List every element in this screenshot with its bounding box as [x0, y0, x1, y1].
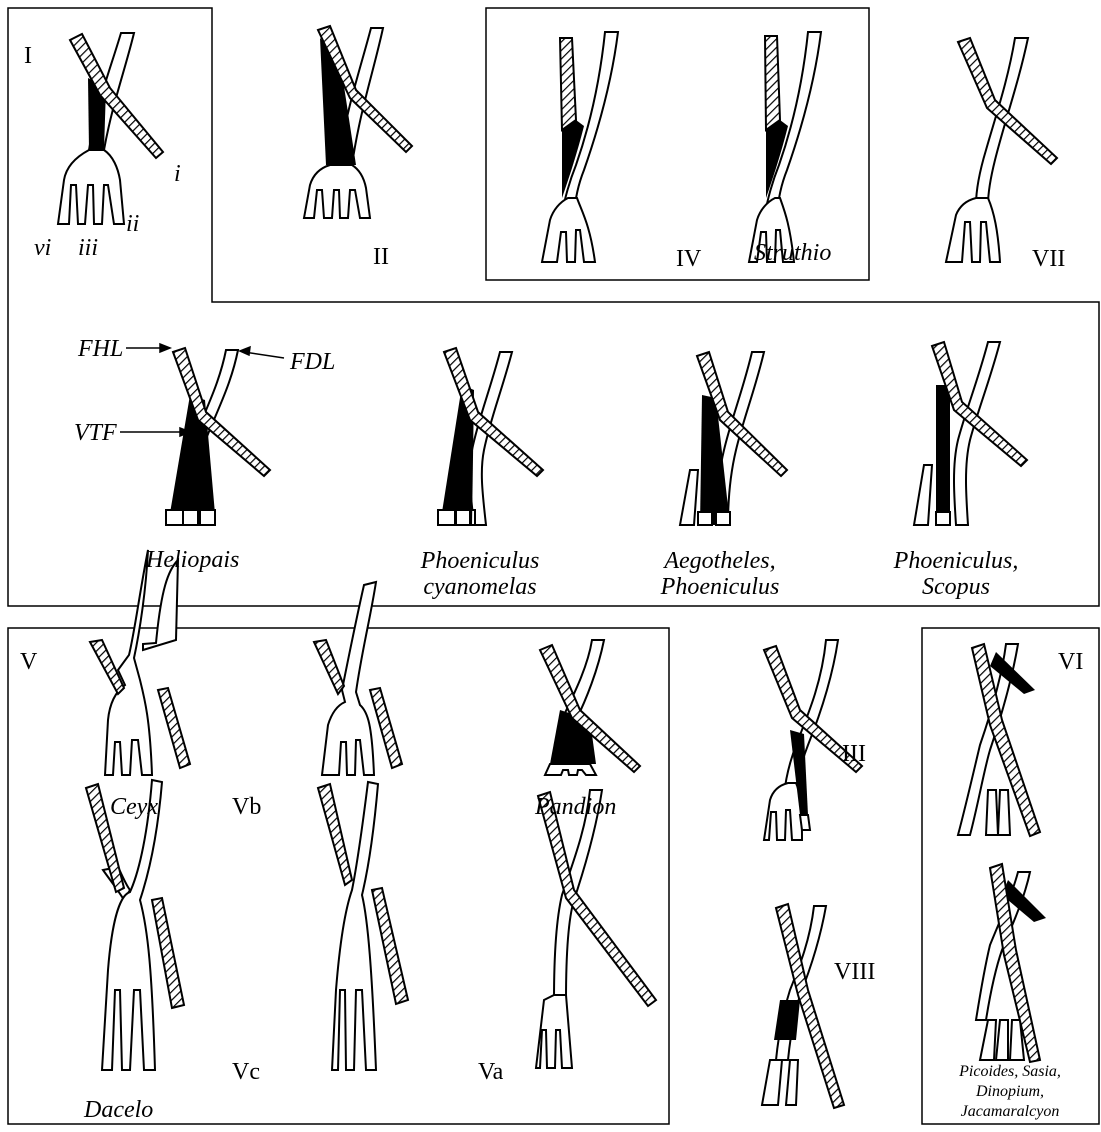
diagram-dacelo [86, 780, 184, 1070]
diagram-heliopais [166, 348, 270, 525]
label-digit-ii: ii [126, 212, 139, 236]
taxon-line: Phoeniculus, [894, 548, 1019, 574]
label-VII: VII [1032, 247, 1065, 271]
diagram-phoeniculus-cyanomelas [438, 348, 543, 525]
taxon-line: Picoides, Sasia, [959, 1062, 1061, 1082]
diagram-Vc [318, 782, 408, 1070]
taxon-line: Scopus [894, 574, 1019, 600]
label-aegotheles-phoeniculus: Aegotheles, Phoeniculus [661, 548, 780, 600]
taxon-line: Phoeniculus [661, 574, 780, 600]
label-digit-i: i [174, 162, 181, 186]
diagram-phoeniculus-scopus [914, 342, 1027, 525]
label-Vb: Vb [232, 795, 261, 819]
label-phoeniculus-scopus: Phoeniculus, Scopus [894, 548, 1019, 600]
label-ceyx: Ceyx [110, 795, 158, 819]
label-II: II [373, 245, 389, 269]
label-IV: IV [676, 247, 701, 271]
diagram-VII [946, 38, 1057, 262]
label-I: I [24, 44, 32, 68]
label-V: V [20, 650, 37, 674]
diagram-Vb [314, 582, 402, 775]
label-struthio: Struthio [754, 241, 831, 265]
diagram-ceyx [90, 550, 190, 775]
taxon-line: cyanomelas [421, 574, 540, 600]
label-phoeniculus-cyanomelas: Phoeniculus cyanomelas [421, 548, 540, 600]
label-Va: Va [478, 1060, 503, 1084]
diagram-VI-top [958, 644, 1040, 836]
label-FDL: FDL [290, 350, 335, 374]
diagram-aegotheles-phoeniculus [680, 352, 787, 525]
label-FHL: FHL [78, 337, 123, 361]
diagram-II [304, 26, 412, 218]
taxon-line: Jacamaralcyon [959, 1102, 1061, 1122]
label-III: III [842, 742, 866, 766]
label-dacelo: Dacelo [84, 1098, 153, 1122]
diagram-I [58, 33, 163, 224]
label-digit-vi: vi [34, 236, 51, 260]
label-pandion: Pandion [535, 795, 616, 819]
diagram-struthio [749, 32, 821, 262]
label-heliopais: Heliopais [146, 548, 239, 572]
label-picoides-group: Picoides, Sasia, Dinopium, Jacamaralcyon [959, 1062, 1061, 1122]
label-VIII: VIII [834, 960, 875, 984]
taxon-line: Dinopium, [959, 1082, 1061, 1102]
label-Vc: Vc [232, 1060, 260, 1084]
taxon-line: Phoeniculus [421, 548, 540, 574]
diagram-III [764, 640, 862, 840]
diagram-picoides [976, 864, 1046, 1062]
label-VTF: VTF [74, 421, 117, 445]
label-digit-iii: iii [78, 236, 98, 260]
diagram-pandion [540, 640, 640, 775]
diagram-Va [536, 790, 656, 1068]
label-VI: VI [1058, 650, 1083, 674]
taxon-line: Aegotheles, [661, 548, 780, 574]
diagram-IV [542, 32, 618, 262]
diagram-VIII [762, 904, 844, 1108]
